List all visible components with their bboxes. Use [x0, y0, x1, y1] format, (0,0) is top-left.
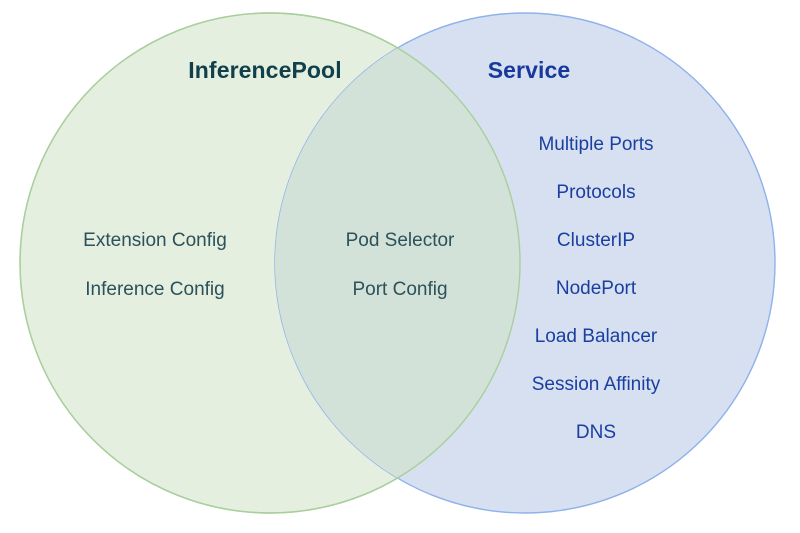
- list-item: Inference Config: [85, 279, 225, 300]
- intersection-item-list: Pod Selector Port Config: [346, 231, 455, 299]
- list-item: NodePort: [555, 278, 637, 299]
- intersection-shape: [275, 13, 520, 513]
- list-item: Load Balancer: [534, 326, 658, 347]
- left-circle-item-list: Extension Config Inference Config: [83, 231, 227, 299]
- list-item: Pod Selector: [345, 230, 455, 251]
- list-item: DNS: [575, 422, 617, 443]
- list-item: ClusterIP: [556, 230, 636, 251]
- left-circle-outline: [19, 12, 521, 514]
- right-circle-title: Service: [487, 57, 571, 83]
- list-item: Multiple Ports: [538, 134, 654, 155]
- list-item: Session Affinity: [531, 374, 661, 395]
- list-item: Port Config: [352, 279, 448, 300]
- left-circle-title: InferencePool: [188, 57, 342, 83]
- list-item: Extension Config: [83, 230, 227, 251]
- list-item: Protocols: [556, 182, 636, 203]
- right-circle-item-list: Multiple Ports Protocols ClusterIP NodeP…: [532, 135, 661, 442]
